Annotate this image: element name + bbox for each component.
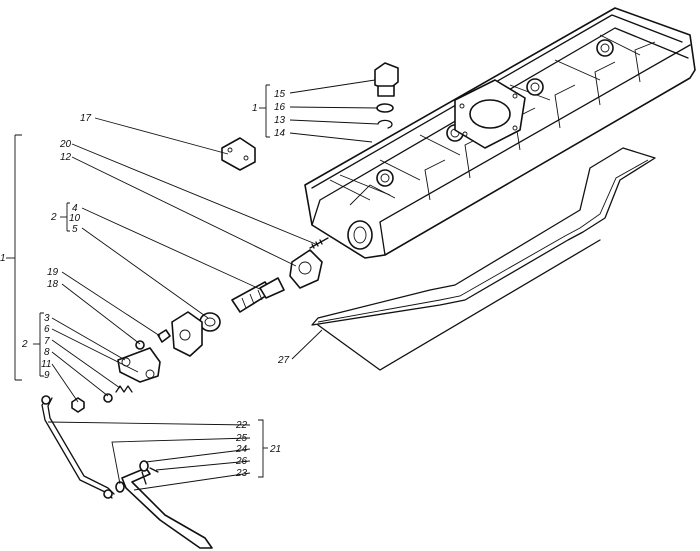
label-1-cap: 1 bbox=[252, 103, 258, 114]
label-10: 10 bbox=[69, 213, 81, 224]
bushing-bore bbox=[204, 317, 216, 327]
linkage-rod bbox=[41, 395, 115, 499]
label-26: 26 bbox=[235, 456, 248, 467]
filler-cap-assembly bbox=[374, 62, 399, 129]
label-5: 5 bbox=[72, 224, 78, 235]
label-27: 27 bbox=[277, 355, 290, 366]
flange-hole bbox=[298, 261, 312, 275]
label-19: 19 bbox=[47, 267, 59, 278]
label-2-lever: 2 bbox=[21, 339, 28, 350]
label-15: 15 bbox=[274, 89, 286, 100]
lever-end bbox=[145, 369, 155, 379]
label-7: 7 bbox=[44, 336, 50, 347]
label-11: 11 bbox=[41, 359, 51, 370]
lever-housing bbox=[157, 311, 203, 357]
valve-cover bbox=[304, 7, 696, 259]
label-16: 16 bbox=[274, 102, 286, 113]
stud-bolt bbox=[309, 237, 329, 249]
label-23: 23 bbox=[235, 468, 248, 479]
flange bbox=[289, 249, 323, 289]
cotter-pin bbox=[149, 467, 159, 473]
spring bbox=[115, 385, 133, 393]
label-13: 13 bbox=[274, 115, 286, 126]
pedal-lever bbox=[121, 467, 213, 549]
label-8: 8 bbox=[44, 347, 50, 358]
label-1-main: 1 bbox=[0, 253, 6, 264]
callout-labels: 15 16 13 14 1 17 20 12 4 10 5 2 1 19 18 … bbox=[0, 89, 290, 479]
label-12: 12 bbox=[60, 152, 72, 163]
label-3: 3 bbox=[44, 313, 50, 324]
label-25: 25 bbox=[235, 433, 248, 444]
label-9: 9 bbox=[44, 370, 50, 381]
label-17: 17 bbox=[80, 113, 92, 124]
label-21: 21 bbox=[269, 444, 281, 455]
label-20: 20 bbox=[59, 139, 72, 150]
pedal-washer bbox=[139, 460, 149, 472]
label-6: 6 bbox=[44, 324, 50, 335]
label-14: 14 bbox=[274, 128, 286, 139]
bushing bbox=[199, 312, 221, 332]
label-2-shaft: 2 bbox=[50, 212, 57, 223]
hex-nut bbox=[71, 397, 85, 413]
cover-plate-hole-b bbox=[243, 155, 249, 161]
lever-arm bbox=[117, 347, 161, 383]
label-22: 22 bbox=[235, 420, 248, 431]
label-24: 24 bbox=[235, 444, 248, 455]
label-4: 4 bbox=[72, 203, 78, 214]
cover-plate-hole-a bbox=[227, 147, 233, 153]
throttle-shaft bbox=[231, 277, 285, 313]
cover-gasket bbox=[311, 147, 656, 371]
label-18: 18 bbox=[47, 279, 59, 290]
cover-plate bbox=[221, 137, 256, 171]
leader-lines bbox=[6, 79, 379, 491]
nut-small bbox=[103, 393, 113, 403]
